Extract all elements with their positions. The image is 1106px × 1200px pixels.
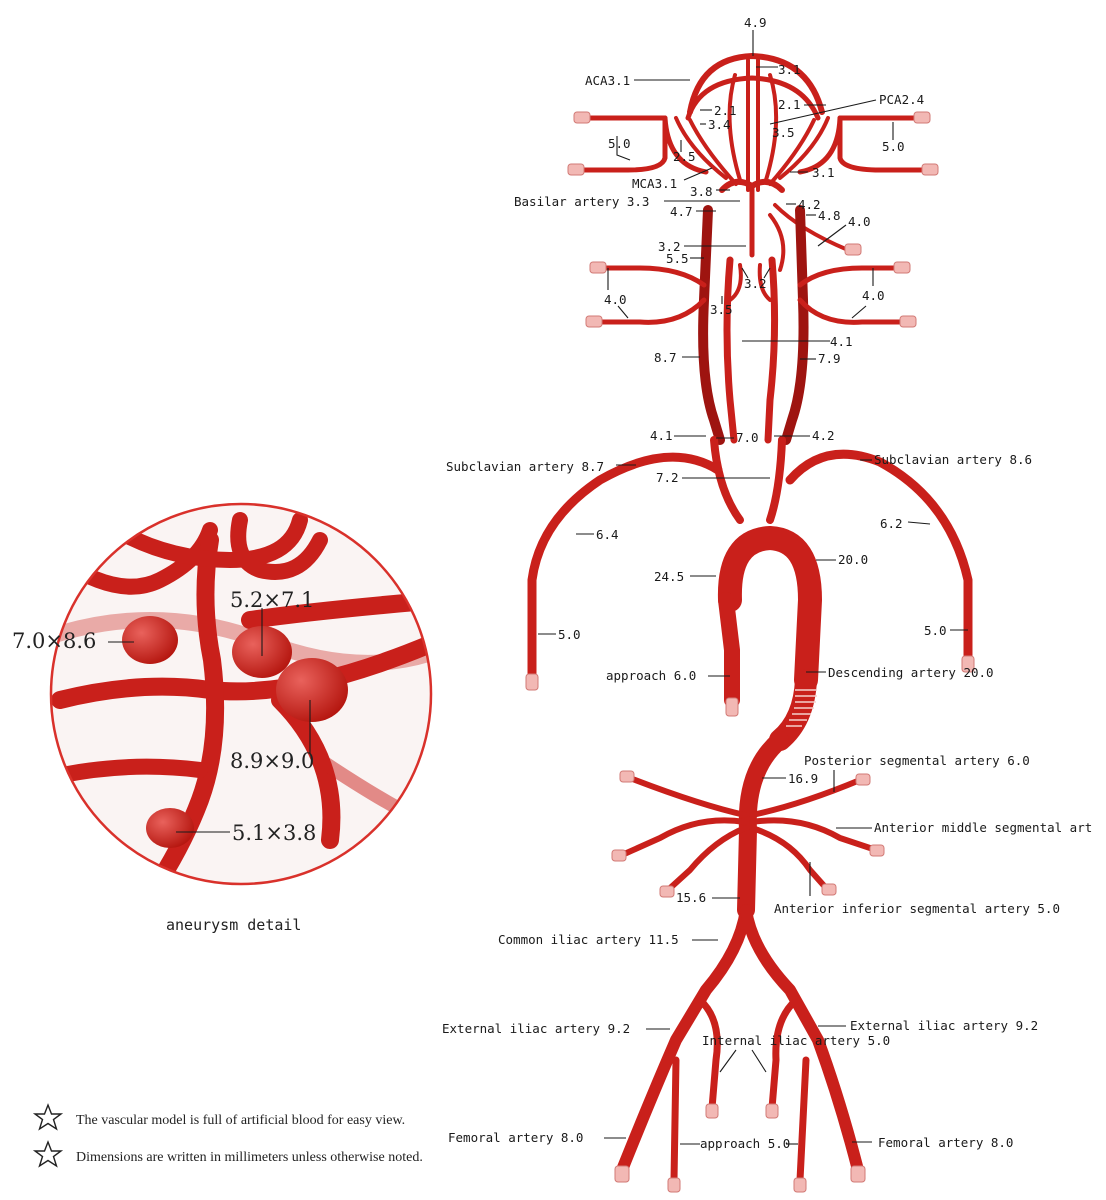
label-20-0: 20.0 bbox=[838, 552, 868, 567]
label-5-0-head-left: 5.0 bbox=[608, 136, 631, 151]
vessel-tip bbox=[899, 315, 917, 328]
vessel-tip bbox=[765, 1103, 779, 1119]
vessel-tip bbox=[821, 883, 837, 896]
vessel-tip bbox=[844, 243, 862, 256]
aneurysm-caption: aneurysm detail bbox=[166, 916, 301, 934]
label-4-2-lower: 4.2 bbox=[812, 428, 835, 443]
vessel-tip bbox=[611, 849, 627, 862]
label-4-1-right: 4.1 bbox=[830, 334, 853, 349]
label-6-4: 6.4 bbox=[596, 527, 619, 542]
label-3-1-lower: 3.1 bbox=[812, 165, 835, 180]
vessel-tip bbox=[705, 1103, 719, 1119]
vessel-tip bbox=[850, 1165, 866, 1183]
bellows-segment bbox=[769, 669, 817, 751]
label-3-8: 3.8 bbox=[690, 184, 713, 199]
label-4-8: 4.8 bbox=[818, 208, 841, 223]
measurement-labels: 4.9 ACA3.1 3.1 2.1 3.4 2.1 PCA2.4 3.5 5.… bbox=[442, 15, 1092, 1151]
vessel-tip bbox=[725, 697, 739, 717]
label-2-1-left: 2.1 bbox=[714, 103, 737, 118]
vessel-tip bbox=[525, 673, 539, 691]
label-3-4: 3.4 bbox=[708, 117, 731, 132]
label-4-0-left: 4.0 bbox=[604, 292, 627, 307]
measurement-8-9x9-0: 8.9×9.0 bbox=[230, 749, 314, 773]
label-2-1-right: 2.1 bbox=[778, 97, 801, 112]
label-4-2-upper: 4.2 bbox=[798, 197, 821, 212]
label-4-7: 4.7 bbox=[670, 204, 693, 219]
label-4-1-left: 4.1 bbox=[650, 428, 673, 443]
label-3-5-upper: 3.5 bbox=[772, 125, 795, 140]
aneurysm-bulb bbox=[276, 658, 348, 722]
label-basilar-artery: Basilar artery 3.3 bbox=[514, 194, 649, 209]
vessel-tip bbox=[619, 770, 635, 783]
label-subclavian-left: Subclavian artery 8.7 bbox=[446, 459, 604, 474]
star-icon bbox=[32, 1140, 64, 1168]
vessel-tip bbox=[869, 844, 885, 857]
label-5-0-head-right: 5.0 bbox=[882, 139, 905, 154]
vessel-tip bbox=[855, 773, 871, 786]
label-3-2-center: 3.2 bbox=[744, 276, 767, 291]
label-7-0: 7.0 bbox=[736, 430, 759, 445]
label-7-2: 7.2 bbox=[656, 470, 679, 485]
leader-lines bbox=[538, 30, 968, 1145]
label-3-1-upper: 3.1 bbox=[778, 62, 801, 77]
vessel-tip bbox=[585, 315, 603, 328]
label-approach-5-0: approach 5.0 bbox=[700, 1136, 790, 1151]
label-3-2-left: 3.2 bbox=[658, 239, 681, 254]
label-external-iliac-left: External iliac artery 9.2 bbox=[442, 1021, 630, 1036]
label-anterior-middle-segmental: Anterior middle segmental art bbox=[874, 820, 1092, 835]
label-top-4-9: 4.9 bbox=[744, 15, 767, 30]
vessel-tip bbox=[921, 163, 939, 176]
label-24-5: 24.5 bbox=[654, 569, 684, 584]
vessel-tip bbox=[667, 1177, 681, 1193]
aneurysm-bulb bbox=[122, 616, 178, 664]
label-4-0-upper: 4.0 bbox=[848, 214, 871, 229]
label-15-6: 15.6 bbox=[676, 890, 706, 905]
label-subclavian-right: Subclavian artery 8.6 bbox=[874, 452, 1032, 467]
label-descending-artery: Descending artery 20.0 bbox=[828, 665, 994, 680]
label-7-9: 7.9 bbox=[818, 351, 841, 366]
vessel-tip bbox=[961, 655, 975, 673]
vessel-tip bbox=[589, 261, 607, 274]
label-femoral-left: Femoral artery 8.0 bbox=[448, 1130, 583, 1145]
vessel-tip bbox=[893, 261, 911, 274]
label-pca: PCA2.4 bbox=[879, 92, 924, 107]
aneurysm-detail: 7.0×8.6 5.2×7.1 8.9×9.0 5.1×3.8 aneurysm… bbox=[12, 502, 433, 934]
label-approach-6-0: approach 6.0 bbox=[606, 668, 696, 683]
label-femoral-right: Femoral artery 8.0 bbox=[878, 1135, 1013, 1150]
label-posterior-segmental: Posterior segmental artery 6.0 bbox=[804, 753, 1030, 768]
vessel-tip bbox=[573, 111, 591, 124]
vessel-tip bbox=[913, 111, 931, 124]
vessel-tip bbox=[567, 163, 585, 176]
notes: The vascular model is full of artificial… bbox=[32, 1103, 423, 1168]
label-anterior-inferior-segmental: Anterior inferior segmental artery 5.0 bbox=[774, 901, 1060, 916]
label-6-2: 6.2 bbox=[880, 516, 903, 531]
label-5-5: 5.5 bbox=[666, 251, 689, 266]
vessel-tip bbox=[614, 1165, 630, 1183]
measurement-5-2x7-1: 5.2×7.1 bbox=[230, 588, 314, 612]
label-3-5-lower: 3.5 bbox=[710, 302, 733, 317]
label-mca: MCA3.1 bbox=[632, 176, 677, 191]
label-common-iliac: Common iliac artery 11.5 bbox=[498, 932, 679, 947]
label-4-0-right: 4.0 bbox=[862, 288, 885, 303]
vessel-model bbox=[525, 53, 975, 1193]
aneurysm-bulb bbox=[146, 808, 194, 848]
label-2-5: 2.5 bbox=[673, 149, 696, 164]
note-dimensions-mm: Dimensions are written in millimeters un… bbox=[76, 1150, 423, 1165]
vessel-tip bbox=[793, 1177, 807, 1193]
label-internal-iliac: Internal iliac artery 5.0 bbox=[702, 1033, 890, 1048]
label-16-9: 16.9 bbox=[788, 771, 818, 786]
label-8-7: 8.7 bbox=[654, 350, 677, 365]
label-aca: ACA3.1 bbox=[585, 73, 630, 88]
label-5-0-arm-left: 5.0 bbox=[558, 627, 581, 642]
vessel-tip bbox=[659, 885, 675, 898]
label-5-0-arm-right: 5.0 bbox=[924, 623, 947, 638]
note-artificial-blood: The vascular model is full of artificial… bbox=[76, 1113, 405, 1128]
label-external-iliac-right: External iliac artery 9.2 bbox=[850, 1018, 1038, 1033]
star-icon bbox=[32, 1103, 64, 1131]
measurement-7-0x8-6: 7.0×8.6 bbox=[12, 629, 96, 653]
measurement-5-1x3-8: 5.1×3.8 bbox=[232, 821, 316, 845]
